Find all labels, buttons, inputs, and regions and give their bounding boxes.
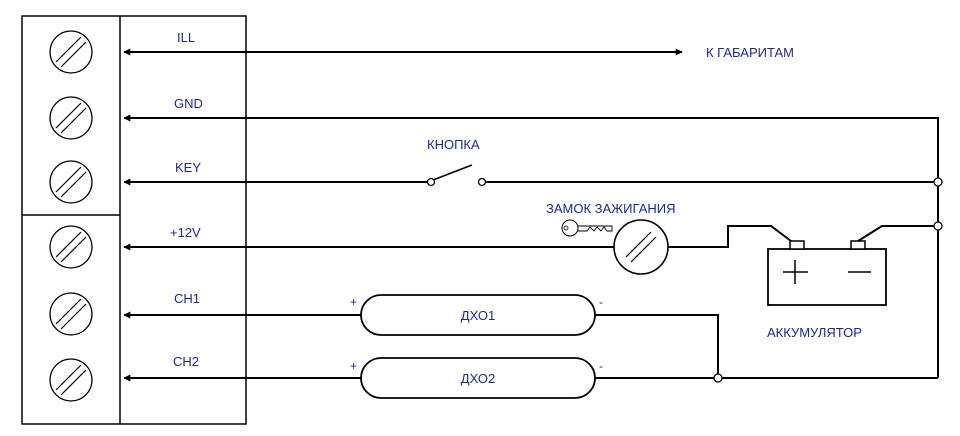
drl2-plus: + xyxy=(350,359,357,373)
ch1-wire xyxy=(123,311,719,378)
key-label: KEY xyxy=(175,160,201,175)
key-icon xyxy=(561,219,613,237)
to-markers-label: К ГАБАРИТАМ xyxy=(706,45,794,60)
junction-dot xyxy=(933,177,943,187)
drl2-text: ДХО2 xyxy=(461,371,495,386)
screw-terminal-12v xyxy=(49,225,93,269)
drl1-plus: + xyxy=(350,295,357,309)
drl1-minus: - xyxy=(599,295,603,309)
screw-terminal-ch2 xyxy=(49,358,93,402)
ch2-label: CH2 xyxy=(173,354,199,369)
screw-terminal-ill xyxy=(49,30,93,74)
drl2-lamp xyxy=(360,357,596,399)
battery-label: АККУМУЛЯТОР xyxy=(767,325,862,340)
gnd-label: GND xyxy=(174,96,203,111)
button-switch xyxy=(426,164,487,187)
power-wire xyxy=(123,225,796,251)
junction-dot xyxy=(713,373,723,383)
screw-terminal-ch1 xyxy=(49,292,93,336)
junction-dot xyxy=(933,221,943,231)
connector-block xyxy=(21,15,247,425)
power-label: +12V xyxy=(170,225,201,240)
ill-label: ILL xyxy=(177,30,195,45)
battery xyxy=(767,240,887,306)
button-label: КНОПКА xyxy=(427,137,480,152)
drl2-minus: - xyxy=(599,359,603,373)
ignition-label: ЗАМОК ЗАЖИГАНИЯ xyxy=(546,201,675,216)
ch1-label: CH1 xyxy=(174,291,200,306)
battery-negative-wire xyxy=(857,225,938,242)
drl1-lamp xyxy=(360,294,596,336)
screw-terminal-gnd xyxy=(49,96,93,140)
gnd-wire xyxy=(123,114,939,378)
screw-terminal-key xyxy=(49,160,93,204)
drl1-text: ДХО1 xyxy=(461,308,495,323)
ignition-lock xyxy=(613,219,669,275)
